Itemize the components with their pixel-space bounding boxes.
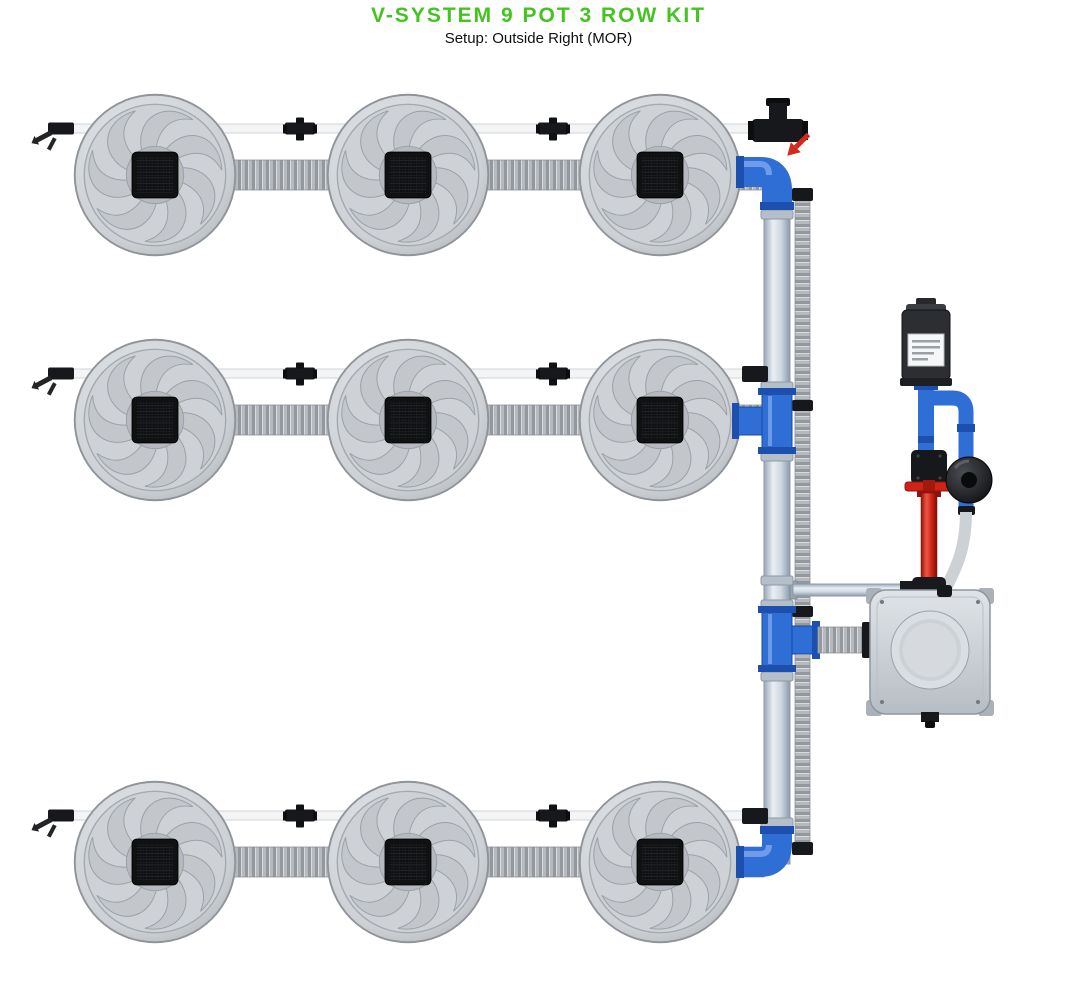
grow-pot-r2-c3	[578, 338, 742, 502]
grow-pot-r3-c2	[326, 780, 490, 944]
drip-tee	[283, 117, 317, 141]
blue-tee-reservoir	[758, 606, 820, 672]
corrugated-hose-row-2	[226, 404, 765, 436]
reservoir-tank	[866, 585, 994, 728]
vertical-corrugated-hose	[792, 188, 813, 855]
page-title: V-SYSTEM 9 POT 3 ROW KIT	[370, 4, 707, 27]
red-return-pipe	[917, 491, 941, 584]
grow-pot-r1-c1	[73, 93, 237, 257]
grow-pot-r3-c1	[73, 780, 237, 944]
reservoir-lid	[890, 610, 970, 690]
reservoir-drain-fitting	[921, 712, 939, 728]
grow-pot-r2-c1	[73, 338, 237, 502]
drip-tee	[283, 362, 317, 386]
grow-pot-r1-c3	[578, 93, 742, 257]
vertical-manifold-pipe	[763, 191, 791, 865]
red-shutoff-valve	[904, 450, 954, 493]
grow-pot-r2-c2	[326, 338, 490, 502]
row-end-barb-fittings	[31, 122, 74, 838]
pot-grid	[73, 93, 742, 944]
motor-label	[907, 333, 945, 367]
grow-pot-r3-c3	[578, 780, 742, 944]
flow-direction-arrow	[787, 132, 811, 156]
pump-assembly	[900, 298, 993, 601]
drip-tee	[536, 804, 570, 828]
barb-fitting	[31, 122, 74, 151]
drip-tee	[536, 362, 570, 386]
grow-pot-r1-c2	[326, 93, 490, 257]
blue-tee-row-2	[732, 388, 796, 454]
header: V-SYSTEM 9 POT 3 ROW KIT Setup: Outside …	[0, 4, 1077, 47]
barb-fitting	[31, 367, 74, 396]
drip-tee	[536, 117, 570, 141]
top-manifold-tee	[748, 98, 808, 142]
barb-fitting	[31, 809, 74, 838]
circulation-pump	[945, 456, 993, 504]
reservoir-inlet-fitting	[937, 585, 952, 597]
tube-manifold-fittings	[742, 366, 768, 824]
reservoir-hose	[817, 622, 872, 658]
blue-elbow-bottom	[736, 826, 794, 878]
blue-elbow-top	[736, 156, 794, 210]
pump-motor	[900, 298, 952, 386]
page-subtitle: Setup: Outside Right (MOR)	[444, 30, 633, 47]
drip-tee-fittings	[283, 117, 570, 828]
drip-tee	[283, 804, 317, 828]
pump-outlet-hose	[938, 506, 975, 595]
